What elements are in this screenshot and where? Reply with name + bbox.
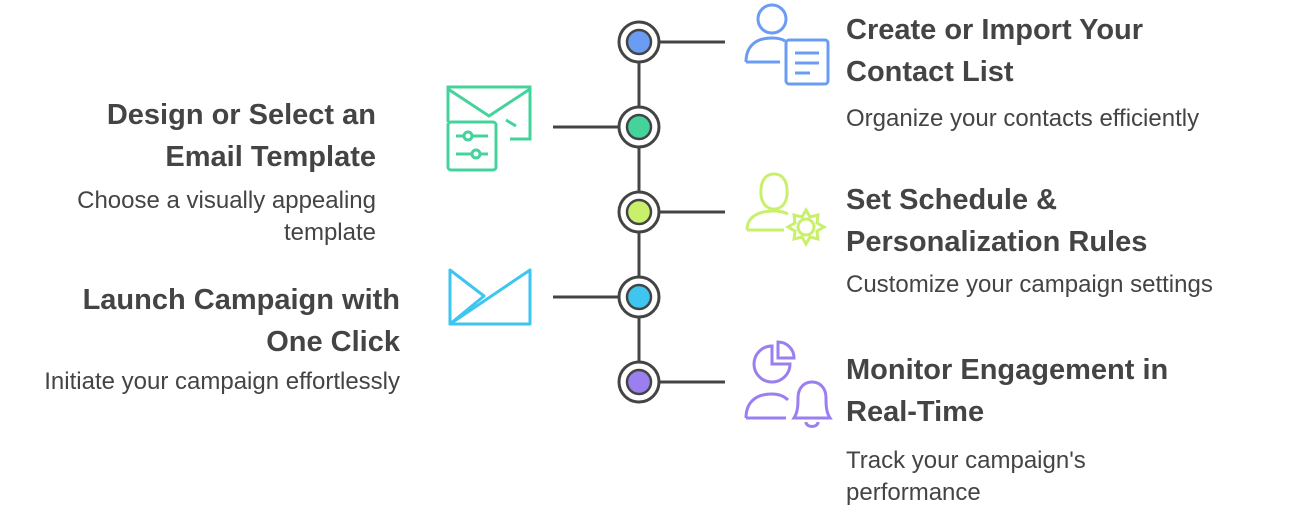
- email-template-icon: [446, 85, 532, 172]
- step-3-title: Set Schedule & Personalization Rules: [846, 184, 1148, 258]
- step-2-description: Choose a visually appealing template: [77, 187, 376, 246]
- step-5-title: Monitor Engagement in Real-Time: [846, 354, 1169, 428]
- step-node-1: [617, 20, 661, 64]
- step-1-title: Create or Import Your Contact List: [846, 14, 1144, 88]
- step-1-description: Organize your contacts efficiently: [846, 105, 1200, 132]
- step-node-3: [617, 190, 661, 234]
- send-icon: [448, 268, 532, 326]
- step-node-4: [617, 275, 661, 319]
- contact-list-icon: [744, 3, 830, 86]
- step-5-description: Track your campaign's performance: [846, 447, 1086, 506]
- step-4-description: Initiate your campaign effortlessly: [44, 368, 400, 395]
- step-4-title: Launch Campaign with One Click: [82, 284, 400, 358]
- step-node-5: [617, 360, 661, 404]
- monitor-bell-icon: [744, 340, 833, 428]
- step-3-description: Customize your campaign settings: [846, 271, 1213, 298]
- step-2-title: Design or Select an Email Template: [106, 99, 376, 173]
- user-settings-icon: [745, 172, 828, 248]
- step-node-2: [617, 105, 661, 149]
